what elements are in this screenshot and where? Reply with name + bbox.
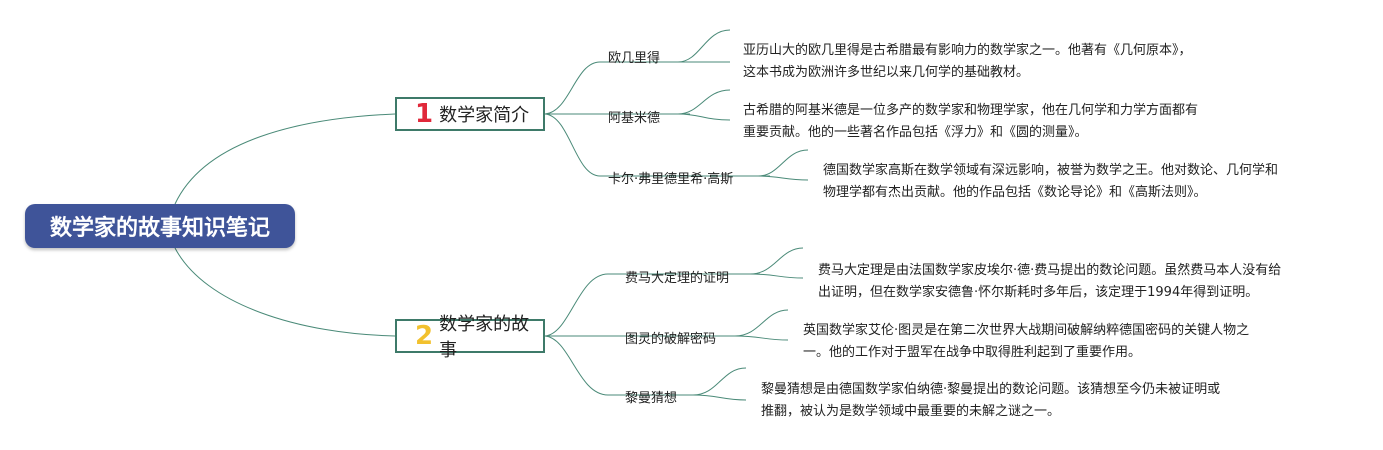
note-line: 古希腊的阿基米德是一位多产的数学家和物理学家，他在几何学和力学方面都有 xyxy=(743,103,1199,118)
note-line: 出证明，但在数学家安德鲁·怀尔斯耗时多年后，该定理于1994年得到证明。 xyxy=(818,285,1259,300)
link-root-branch-2 xyxy=(174,247,396,337)
note-line: 一。他的工作对于盟军在战争中取得胜利起到了重要作用。 xyxy=(803,345,1142,360)
link-branch2-child1 xyxy=(544,273,760,337)
note-riemann: 黎曼猜想是由德国数学家伯纳德·黎曼提出的数论问题。该猜想至今仍未被证明或 推翻，… xyxy=(761,379,1220,423)
branch-label: 数学家简介 xyxy=(439,105,530,126)
note-euclid: 亚历山大的欧几里得是古希腊最有影响力的数学家之一。他著有《几何原本》， 这本书成… xyxy=(743,40,1192,84)
note-line: 黎曼猜想是由德国数学家伯纳德·黎曼提出的数论问题。该猜想至今仍未被证明或 xyxy=(761,382,1221,397)
subtopic-turing[interactable]: 图灵的破解密码 xyxy=(625,332,717,347)
note-fermat: 费马大定理是由法国数学家皮埃尔·德·费马提出的数论问题。虽然费马本人没有给 出证… xyxy=(818,260,1281,304)
subtopic-archimedes[interactable]: 阿基米德 xyxy=(608,111,661,126)
branch-mathematician-stories[interactable]: 2 数学家的故事 xyxy=(395,314,545,361)
link-branch1-child3 xyxy=(544,113,770,177)
desc-bracket-6 xyxy=(692,367,747,401)
link-branch1-child1 xyxy=(544,61,690,115)
note-line: 推翻，被认为是数学领域中最重要的未解之谜之一。 xyxy=(761,404,1061,419)
desc-bracket-1 xyxy=(677,29,731,63)
note-gauss: 德国数学家高斯在数学领域有深远影响，被誉为数学之王。他对数论、几何学和 物理学都… xyxy=(823,160,1278,204)
desc-bracket-4 xyxy=(749,247,804,279)
note-line: 物理学都有杰出贡献。他的作品包括《数论导论》和《高斯法则》。 xyxy=(823,185,1207,200)
branch-number-badge: 1 xyxy=(415,99,434,129)
note-line: 费马大定理是由法国数学家皮埃尔·德·费马提出的数论问题。虽然费马本人没有给 xyxy=(818,263,1282,278)
root-title: 数学家的故事知识笔记 xyxy=(49,216,270,241)
note-line: 这本书成为欧洲许多世纪以来几何学的基础教材。 xyxy=(743,65,1030,80)
desc-bracket-5 xyxy=(734,309,789,341)
desc-bracket-3 xyxy=(757,149,809,181)
subtopic-gauss[interactable]: 卡尔·弗里德里希·高斯 xyxy=(608,172,734,187)
subtopic-fermat[interactable]: 费马大定理的证明 xyxy=(625,271,730,286)
note-line: 英国数学家艾伦·图灵是在第二次世界大战期间破解纳粹德国密码的关键人物之 xyxy=(803,323,1250,338)
branch-number-badge: 2 xyxy=(415,321,434,351)
note-line: 重要贡献。他的一些著名作品包括《浮力》和《圆的测量》。 xyxy=(743,125,1088,140)
link-root-branch-1 xyxy=(174,113,396,205)
link-branch2-child3 xyxy=(544,335,700,396)
root-topic[interactable]: 数学家的故事知识笔记 xyxy=(25,204,295,248)
note-line: 德国数学家高斯在数学领域有深远影响，被誉为数学之王。他对数论、几何学和 xyxy=(823,163,1279,178)
branch-mathematician-intro[interactable]: 1 数学家简介 xyxy=(395,97,545,131)
note-turing: 英国数学家艾伦·图灵是在第二次世界大战期间破解纳粹德国密码的关键人物之 一。他的… xyxy=(803,320,1249,364)
note-line: 亚历山大的欧几里得是古希腊最有影响力的数学家之一。他著有《几何原本》， xyxy=(743,43,1192,58)
desc-bracket-2 xyxy=(677,89,731,121)
subtopic-riemann[interactable]: 黎曼猜想 xyxy=(625,391,678,406)
branch-label: 数学家的故事 xyxy=(439,314,530,361)
subtopic-euclid[interactable]: 欧几里得 xyxy=(608,51,661,66)
note-archimedes: 古希腊的阿基米德是一位多产的数学家和物理学家，他在几何学和力学方面都有 重要贡献… xyxy=(743,100,1198,144)
